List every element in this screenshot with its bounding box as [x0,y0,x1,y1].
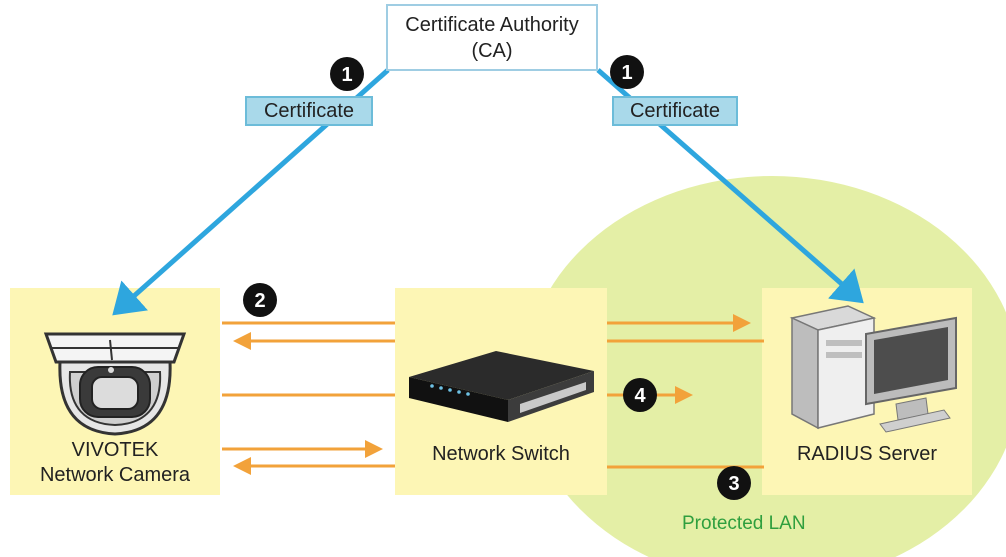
step-badge-2: 2 [243,283,277,317]
radius-server-computer-icon [789,305,957,433]
step-badge-1-right: 1 [610,55,644,89]
certificate-tag-left: Certificate [245,96,373,126]
step-badge-4-number: 4 [634,385,646,407]
ca-abbrev: (CA) [471,40,513,62]
ca-title: Certificate Authority [405,14,579,36]
certificate-authority-box: Certificate Authority (CA) [386,4,598,71]
step-badge-1-left-number: 1 [341,64,352,86]
step-badge-1-right-number: 1 [621,62,632,84]
protected-lan-label: Protected LAN [682,513,806,534]
certificate-tag-right: Certificate [612,96,738,126]
step-badge-2-number: 2 [254,290,265,312]
switch-label: Network Switch [432,443,570,465]
step-badge-4: 4 [623,378,657,412]
dome-camera-icon [43,332,187,436]
network-switch-icon [409,351,594,422]
step-badge-3: 3 [717,466,751,500]
camera-label: VIVOTEK Network Camera [10,438,220,488]
step-badge-3-number: 3 [728,473,739,495]
camera-brand: VIVOTEK [71,439,159,461]
server-label: RADIUS Server [796,443,938,465]
camera-type: Network Camera [39,464,191,486]
step-badge-1-left: 1 [330,57,364,91]
